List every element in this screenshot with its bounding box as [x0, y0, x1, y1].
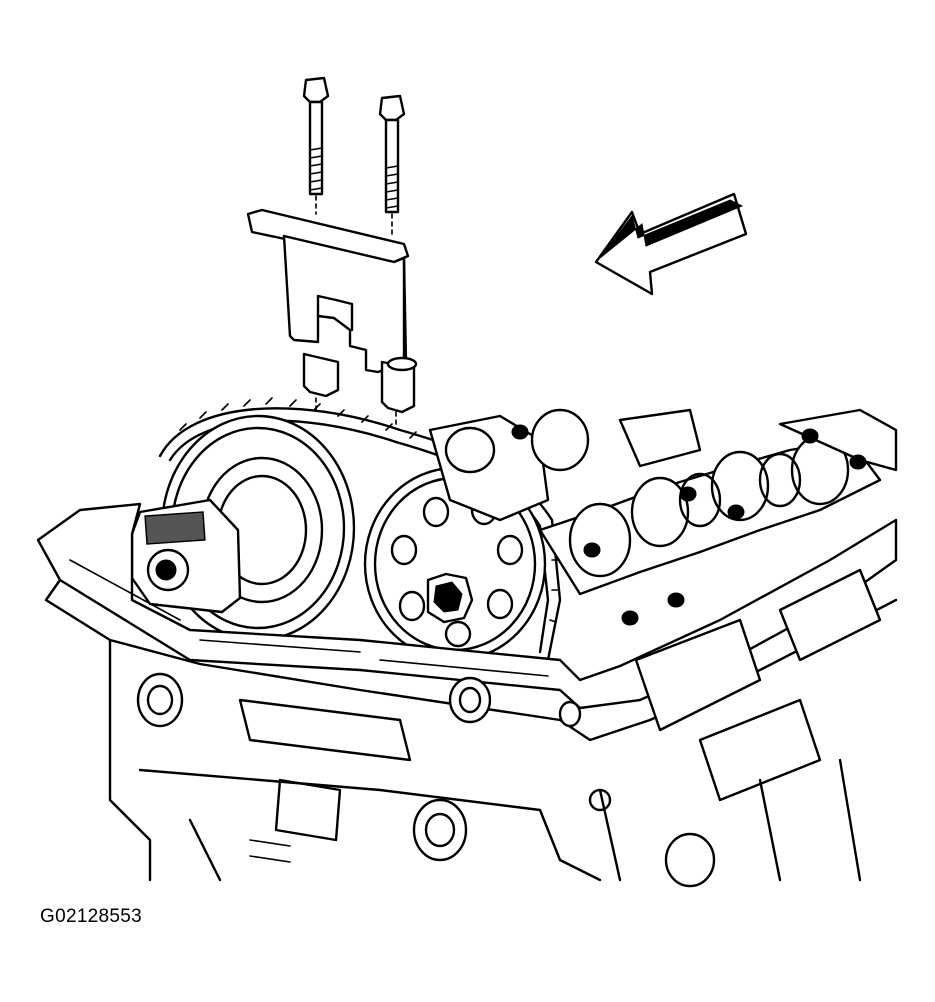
arrow-left-icon: [594, 192, 748, 296]
camshaft-holding-bracket: [246, 208, 418, 429]
bolt-icon: [302, 76, 330, 196]
cylinder-head: [36, 502, 898, 802]
engine-block: [108, 638, 862, 888]
figure-code: G02128553: [40, 906, 143, 927]
camshaft-lobes: [428, 408, 898, 626]
camshaft-actuator: [130, 498, 242, 614]
bolt-icon: [378, 94, 406, 214]
